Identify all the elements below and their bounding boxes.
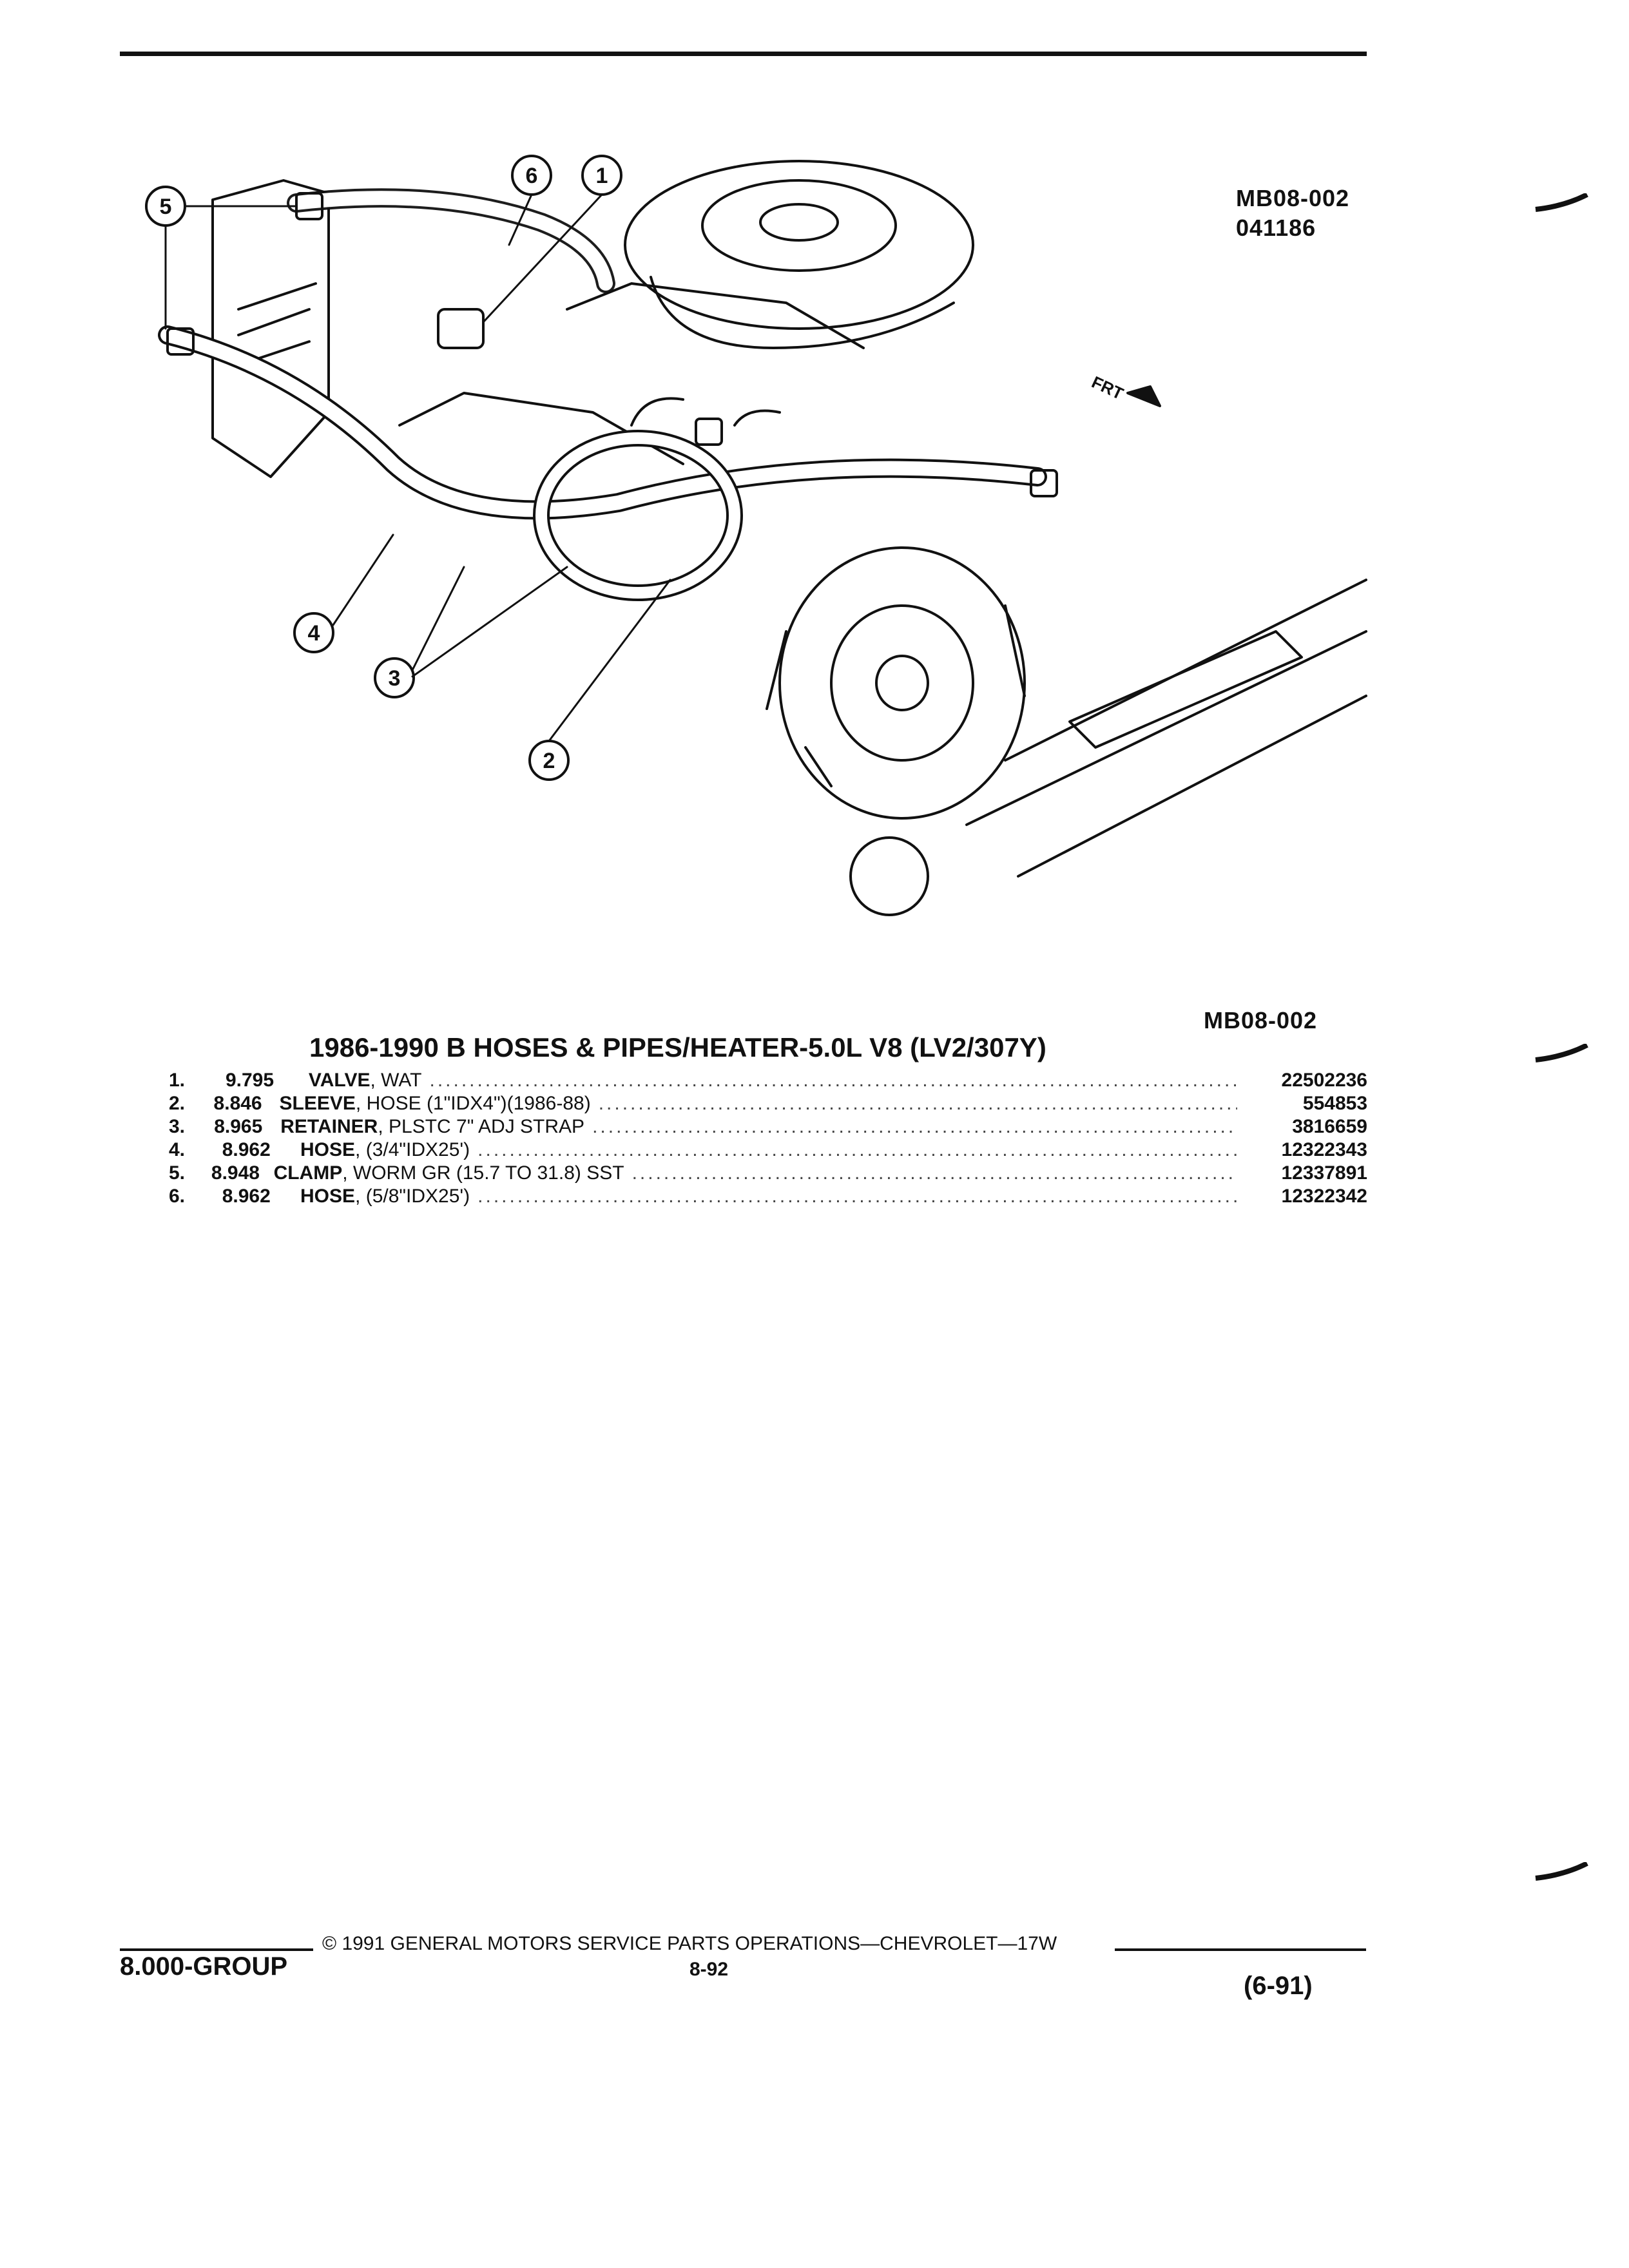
part-number: 554853 — [1302, 1093, 1367, 1114]
item-number: 1. — [169, 1070, 186, 1091]
clamp-d — [1030, 469, 1058, 497]
firewall-detail — [237, 282, 317, 362]
frt-label: FRT — [1089, 372, 1127, 404]
footer-copyright: © 1991 GENERAL MOTORS SERVICE PARTS OPER… — [322, 1933, 1057, 1954]
part-number: 12322342 — [1281, 1186, 1367, 1207]
part-description: HOSE, (3/4"IDX25') — [300, 1139, 470, 1160]
binder-mark-icon — [1535, 193, 1588, 212]
part-description: VALVE, WAT — [308, 1070, 422, 1091]
item-number: 5. — [169, 1162, 186, 1184]
firewall-panel — [211, 179, 330, 478]
leader-dots: ........................................… — [631, 1162, 1237, 1184]
table-row: 4. 8.962 HOSE, (3/4"IDX25') ............… — [169, 1139, 1367, 1162]
group-number: 9.795 — [225, 1070, 275, 1091]
leader-5 — [164, 205, 298, 330]
revision-date: (6-91) — [1244, 1972, 1313, 2000]
lower-fitting — [849, 836, 929, 916]
clamp-a — [695, 418, 723, 446]
callout-5: 5 — [160, 195, 172, 219]
diagram-code: MB08-002 — [1236, 185, 1350, 211]
group-number: 8.965 — [214, 1116, 263, 1137]
table-code: MB08-002 — [1204, 1007, 1318, 1033]
clamp-b — [166, 327, 195, 356]
group-number: 8.846 — [213, 1093, 262, 1114]
part-number: 12322343 — [1281, 1139, 1367, 1160]
part-number: 22502236 — [1281, 1070, 1367, 1091]
air-cleaner-outer — [624, 160, 974, 330]
leader-dots: ........................................… — [477, 1139, 1237, 1160]
table-row: 1. 9.795 VALVE, WAT ....................… — [169, 1070, 1367, 1093]
leader-dots: ........................................… — [592, 1116, 1237, 1137]
table-row: 3. 8.965 RETAINER, PLSTC 7" ADJ STRAP ..… — [169, 1116, 1367, 1139]
frame-rail — [965, 579, 1367, 878]
group-number: 8.962 — [222, 1139, 271, 1160]
item-number: 6. — [169, 1186, 186, 1207]
frame-bracket — [1068, 630, 1303, 749]
leader-dots: ........................................… — [429, 1070, 1237, 1091]
alternator-housing — [778, 546, 1026, 820]
callout-6: 6 — [526, 164, 538, 188]
callout-1: 1 — [596, 164, 608, 188]
leader-dots: ........................................… — [477, 1186, 1237, 1207]
item-number: 4. — [169, 1139, 186, 1160]
hose-lower-outline — [158, 325, 1047, 520]
alternator-hub — [875, 655, 929, 711]
footer-group-label: 8.000-GROUP — [120, 1952, 288, 1981]
callout-circle-4 — [293, 612, 334, 653]
binder-mark-icon — [1535, 1862, 1588, 1881]
footer-rule-left — [120, 1948, 313, 1951]
part-number: 3816659 — [1292, 1116, 1367, 1137]
hose-upper-fill — [289, 191, 613, 291]
callout-3: 3 — [389, 666, 401, 691]
part-description: SLEEVE, HOSE (1"IDX4")(1986-88) — [279, 1093, 591, 1114]
plug-wires — [630, 397, 781, 427]
engine-heater-hose-diagram: 1 2 3 4 5 6 FRT — [145, 155, 1367, 916]
item-number: 3. — [169, 1116, 186, 1137]
air-cleaner-base — [650, 276, 955, 349]
leader-4 — [332, 533, 394, 626]
part-number: 12337891 — [1281, 1162, 1367, 1184]
water-valve — [437, 308, 485, 349]
top-rule — [120, 52, 1367, 56]
page-number: 8-92 — [689, 1959, 729, 1980]
leader-dots: ........................................… — [598, 1093, 1237, 1114]
callout-circle-3 — [374, 657, 415, 698]
footer-rule-right — [1115, 1948, 1366, 1951]
part-description: CLAMP, WORM GR (15.7 TO 31.8) SST — [273, 1162, 624, 1184]
frt-arrow-icon — [1126, 385, 1161, 407]
alternator-pulley — [830, 604, 974, 762]
diagram-date-code: 041186 — [1236, 215, 1316, 241]
hose-lower-fill — [160, 328, 1045, 517]
parts-table: 1. 9.795 VALVE, WAT ....................… — [169, 1070, 1367, 1209]
hose-loop-fill — [535, 432, 740, 599]
valve-cover — [398, 392, 684, 465]
intake-manifold — [566, 282, 865, 349]
air-cleaner-lid — [701, 179, 897, 272]
table-row: 6. 8.962 HOSE, (5/8"IDX25') ............… — [169, 1186, 1367, 1209]
callout-2: 2 — [543, 749, 555, 773]
group-number: 8.948 — [211, 1162, 260, 1184]
table-row: 2. 8.846 SLEEVE, HOSE (1"IDX4")(1986-88)… — [169, 1093, 1367, 1116]
table-row: 5. 8.948 CLAMP, WORM GR (15.7 TO 31.8) S… — [169, 1162, 1367, 1186]
part-description: RETAINER, PLSTC 7" ADJ STRAP — [280, 1116, 585, 1137]
parts-table-title: 1986-1990 B HOSES & PIPES/HEATER-5.0L V8… — [309, 1032, 1046, 1062]
leader-6 — [508, 193, 533, 246]
alternator-fins — [766, 604, 1026, 787]
leader-3 — [411, 566, 568, 678]
air-cleaner-center — [759, 203, 839, 242]
leader-1 — [482, 193, 603, 323]
callout-4: 4 — [308, 621, 320, 646]
leader-2 — [548, 579, 671, 742]
binder-mark-icon — [1535, 1044, 1588, 1062]
item-number: 2. — [169, 1093, 186, 1114]
group-number: 8.962 — [222, 1186, 271, 1207]
part-description: HOSE, (5/8"IDX25') — [300, 1186, 470, 1207]
